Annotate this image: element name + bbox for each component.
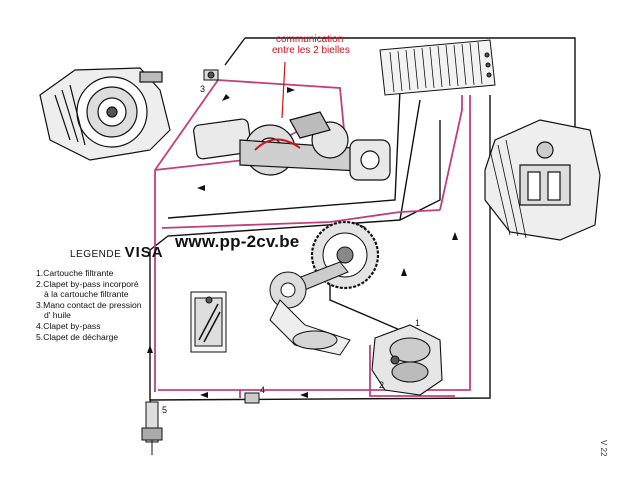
flow-arrows [147, 87, 458, 398]
inset-detail [190, 291, 227, 353]
annotation-line-2: entre les 2 bielles [272, 45, 350, 56]
callout-5: 5 [162, 405, 168, 415]
website-watermark: www.pp-2cv.be [175, 232, 300, 251]
legend-title: LEGENDE VISA [70, 244, 164, 261]
legend-item: 4.Clapet by-pass [36, 320, 101, 331]
crankshaft-assembly [193, 111, 391, 181]
right-cylinder-head [484, 119, 601, 241]
discharge-valve [141, 401, 163, 455]
left-cylinder-head [39, 67, 171, 161]
legend-item: d' huile [44, 310, 71, 321]
oil-cooler [379, 39, 496, 96]
callout-1: 1 [415, 318, 421, 328]
legend-item: 1.Cartouche filtrante [36, 268, 114, 278]
legend-item: 5.Clapet de décharge [36, 331, 119, 342]
legend-title-big: VISA [124, 244, 164, 261]
legend-item: 3.Mano contact de pression [36, 299, 142, 310]
pressure-switch [203, 69, 219, 81]
legend-list: 1.Cartouche filtrante 2.Clapet by-pass i… [36, 268, 171, 342]
oil-filter-housing [371, 324, 443, 396]
rod-communication-marker [254, 61, 301, 151]
bypass-valve [244, 392, 260, 404]
annotation-line-1: communication [276, 34, 344, 45]
legend-title-small: LEGENDE [70, 249, 122, 260]
callout-4: 4 [260, 385, 266, 395]
page-reference: V 22 [599, 440, 608, 457]
legend-item: 2.Clapet by-pass incorporé [36, 278, 139, 289]
callout-2: 2 [379, 380, 385, 390]
legend-item: à la cartouche filtrante [44, 289, 129, 300]
callout-3: 3 [200, 84, 206, 94]
camshaft-gear [269, 220, 380, 356]
